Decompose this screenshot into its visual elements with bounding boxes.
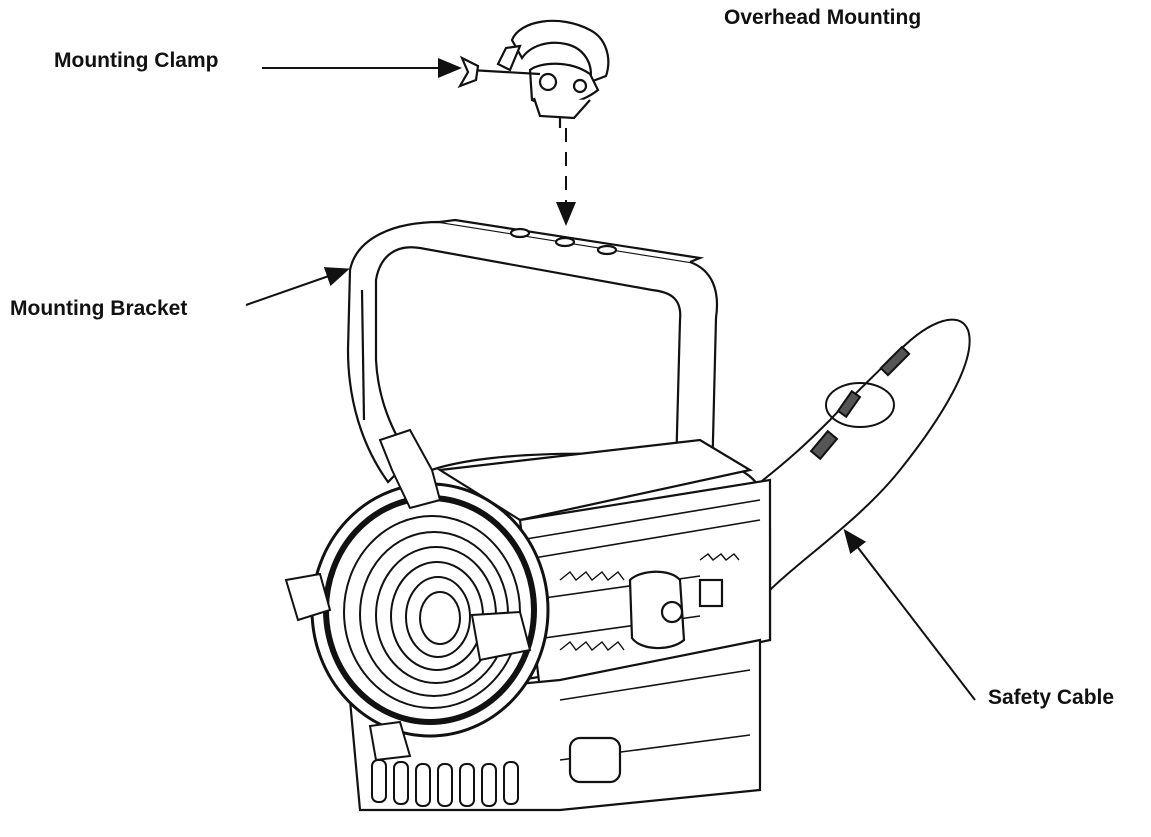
mounting-clamp-drawing (457, 19, 610, 128)
safety-cable-label: Safety Cable (988, 686, 1115, 709)
mounting-bracket-label: Mounting Bracket (10, 297, 188, 320)
front-lens-drawing (284, 428, 550, 762)
mounting-clamp-label: Mounting Clamp (54, 49, 219, 72)
diagram-title: Overhead Mounting (724, 6, 922, 29)
cable-leader-arrow (843, 528, 976, 701)
bracket-leader-arrow (245, 267, 350, 306)
safety-cable-drawing (739, 318, 971, 591)
leader-lines (245, 58, 976, 701)
